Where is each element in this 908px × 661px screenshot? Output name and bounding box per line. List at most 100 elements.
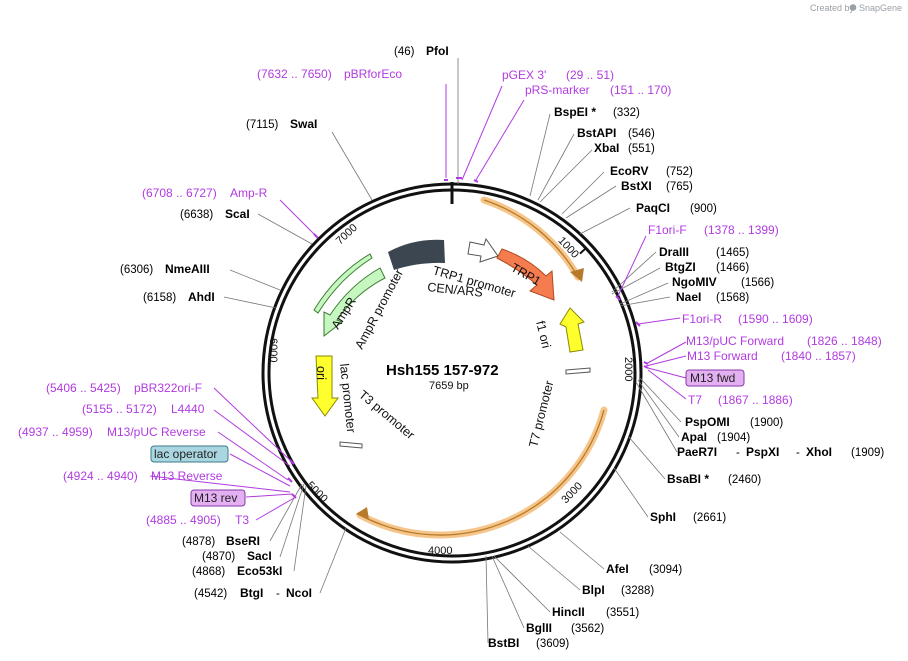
- primer-prs-marker[interactable]: pRS-marker(151 .. 170): [525, 83, 671, 97]
- svg-text:(46): (46): [394, 46, 415, 58]
- primer-m13-puc-reverse[interactable]: (4937 .. 4959)M13/pUC Reverse: [18, 425, 206, 439]
- svg-text:(1840 .. 1857): (1840 .. 1857): [781, 349, 856, 363]
- cen-ars-feature: [388, 239, 445, 270]
- site-paqci[interactable]: PaqCI(900): [636, 201, 717, 215]
- primer-f1ori-f[interactable]: F1ori-F(1378 .. 1399): [648, 223, 779, 237]
- lac-operator-box[interactable]: lac operator: [150, 445, 229, 463]
- primer-m13-reverse[interactable]: (4924 .. 4940)M13 Reverse: [63, 469, 223, 483]
- primer-m13-fwd-box[interactable]: M13 fwd: [685, 369, 745, 387]
- site-bspei[interactable]: BspEI * (332): [554, 105, 640, 119]
- svg-text:Amp-R: Amp-R: [230, 186, 268, 200]
- site-swai[interactable]: (7115)SwaI: [246, 117, 317, 131]
- cen-ars-label: CEN/ARS: [427, 280, 484, 300]
- tick-4000: 4000: [428, 545, 452, 557]
- svg-text:pBR322ori-F: pBR322ori-F: [134, 381, 202, 395]
- svg-text:(3551): (3551): [606, 607, 639, 619]
- svg-text:PfoI: PfoI: [426, 44, 449, 58]
- svg-text:BspEI *: BspEI *: [554, 105, 596, 119]
- svg-text:-: -: [736, 447, 740, 459]
- svg-text:T3: T3: [235, 513, 249, 527]
- svg-text:AfeI: AfeI: [606, 562, 629, 576]
- svg-text:M13 fwd: M13 fwd: [690, 371, 735, 385]
- svg-text:(1909): (1909): [851, 447, 884, 459]
- site-draiii[interactable]: DraIII(1465): [659, 245, 749, 259]
- tick-5000: 5000: [304, 479, 330, 505]
- site-nmeaiii[interactable]: (6306) NmeAIII: [120, 262, 210, 276]
- svg-text:M13/pUC Forward: M13/pUC Forward: [686, 334, 784, 348]
- site-ahdi[interactable]: (6158) AhdI: [143, 290, 215, 304]
- site-afei[interactable]: AfeI(3094): [606, 562, 682, 576]
- site-hincii[interactable]: HincII(3551): [552, 605, 639, 619]
- svg-text:ApaI: ApaI: [681, 430, 707, 444]
- ori-feature: [311, 355, 339, 417]
- primer-pgex3[interactable]: pGEX 3'(29 .. 51): [502, 68, 614, 82]
- site-naei[interactable]: NaeI(1568): [676, 290, 749, 304]
- site-saci[interactable]: (4870)SacI: [202, 549, 272, 563]
- svg-text:lac operator: lac operator: [154, 447, 217, 461]
- site-bseri[interactable]: (4878)BseRI: [182, 534, 260, 548]
- svg-text:(1568): (1568): [716, 292, 749, 304]
- svg-text:AhdI: AhdI: [188, 290, 215, 304]
- site-bstbi[interactable]: BstBI(3609): [488, 636, 569, 650]
- f1-ori-label: f1 ori: [533, 319, 553, 349]
- svg-text:(546): (546): [628, 128, 655, 140]
- site-pspompi[interactable]: PspOMI(1900): [685, 415, 783, 429]
- svg-text:M13 Reverse: M13 Reverse: [151, 469, 223, 483]
- site-blpi[interactable]: BlpI(3288): [582, 583, 654, 597]
- tick-7000: 7000: [334, 222, 360, 247]
- svg-text:XbaI: XbaI: [594, 141, 619, 155]
- site-bstapi[interactable]: BstAPI(546): [577, 126, 655, 140]
- site-paer7i[interactable]: PaeR7I - PspXI - XhoI (1909): [677, 445, 884, 459]
- site-pfoi[interactable]: (46) PfoI: [394, 44, 449, 58]
- svg-text:NmeAIII: NmeAIII: [165, 262, 210, 276]
- svg-text:BstXI: BstXI: [621, 179, 652, 193]
- site-sphi[interactable]: SphI(2661): [650, 510, 726, 524]
- primer-l4440[interactable]: (5155 .. 5172)L4440: [82, 402, 205, 416]
- ampr-outer-arrow: [313, 253, 373, 314]
- f1-ori-feature: [559, 307, 585, 353]
- site-btgzi[interactable]: BtgZI(1466): [665, 260, 749, 274]
- svg-text:(3562): (3562): [571, 623, 604, 635]
- primer-pbr322ori-f[interactable]: (5406 .. 5425)pBR322ori-F: [46, 381, 202, 395]
- primer-pbrforeco[interactable]: (7632 .. 7650)pBRforEco: [257, 67, 402, 81]
- site-eco53ki[interactable]: (4868)Eco53kI: [192, 564, 282, 578]
- svg-text:DraIII: DraIII: [659, 245, 689, 259]
- primer-m13-forward[interactable]: M13 Forward (1840 .. 1857): [687, 349, 856, 363]
- svg-text:(29 .. 51): (29 .. 51): [566, 68, 614, 82]
- primer-t3[interactable]: (4885 .. 4905)T3: [146, 513, 249, 527]
- svg-text:(332): (332): [613, 107, 640, 119]
- primer-t7[interactable]: T7(1867 .. 1886): [688, 393, 793, 407]
- site-bglii[interactable]: BglII (3562): [526, 621, 604, 635]
- site-scai[interactable]: (6638)ScaI: [180, 207, 250, 221]
- svg-text:PspXI: PspXI: [746, 445, 779, 459]
- svg-text:BglII: BglII: [526, 621, 552, 635]
- site-apai[interactable]: ApaI(1904): [681, 430, 750, 444]
- svg-text:(6306): (6306): [120, 264, 153, 276]
- snapgene-logo-icon: [849, 4, 857, 11]
- svg-text:F1ori-R: F1ori-R: [682, 312, 722, 326]
- svg-text:Eco53kI: Eco53kI: [237, 564, 282, 578]
- site-bstxi[interactable]: BstXI(765): [621, 179, 693, 193]
- site-btgi[interactable]: (4542) BtgI - NcoI: [194, 586, 312, 600]
- site-ngomiv[interactable]: NgoMIV(1566): [672, 275, 774, 289]
- primer-amp-r[interactable]: (6708 .. 6727)Amp-R: [142, 186, 268, 200]
- svg-text:(1826 .. 1848): (1826 .. 1848): [807, 334, 882, 348]
- svg-text:M13 Forward: M13 Forward: [687, 349, 758, 363]
- trp1-promoter-feature: [467, 237, 499, 263]
- primer-f1ori-r[interactable]: F1ori-R(1590 .. 1609): [682, 312, 813, 326]
- site-bsabi[interactable]: BsaBI *(2460): [667, 472, 761, 486]
- primer-m13-rev-box[interactable]: M13 rev: [190, 489, 246, 507]
- svg-text:(6638): (6638): [180, 209, 213, 221]
- site-ecorv[interactable]: EcoRV(752): [610, 164, 693, 178]
- svg-text:(4542): (4542): [194, 588, 227, 600]
- lac-promoter-label: lac promoter: [337, 363, 358, 434]
- svg-text:BstBI: BstBI: [488, 636, 519, 650]
- svg-text:(3288): (3288): [621, 585, 654, 597]
- svg-text:(4937 .. 4959): (4937 .. 4959): [18, 425, 93, 439]
- plasmid-name: Hsh155 157-972: [386, 362, 499, 379]
- primer-m13-puc-forward[interactable]: M13/pUC Forward (1826 .. 1848): [686, 334, 882, 348]
- primers: pGEX 3'(29 .. 51) pRS-marker(151 .. 170)…: [18, 67, 882, 527]
- site-xbai[interactable]: XbaI(551): [594, 141, 655, 155]
- svg-text:(6158): (6158): [143, 292, 176, 304]
